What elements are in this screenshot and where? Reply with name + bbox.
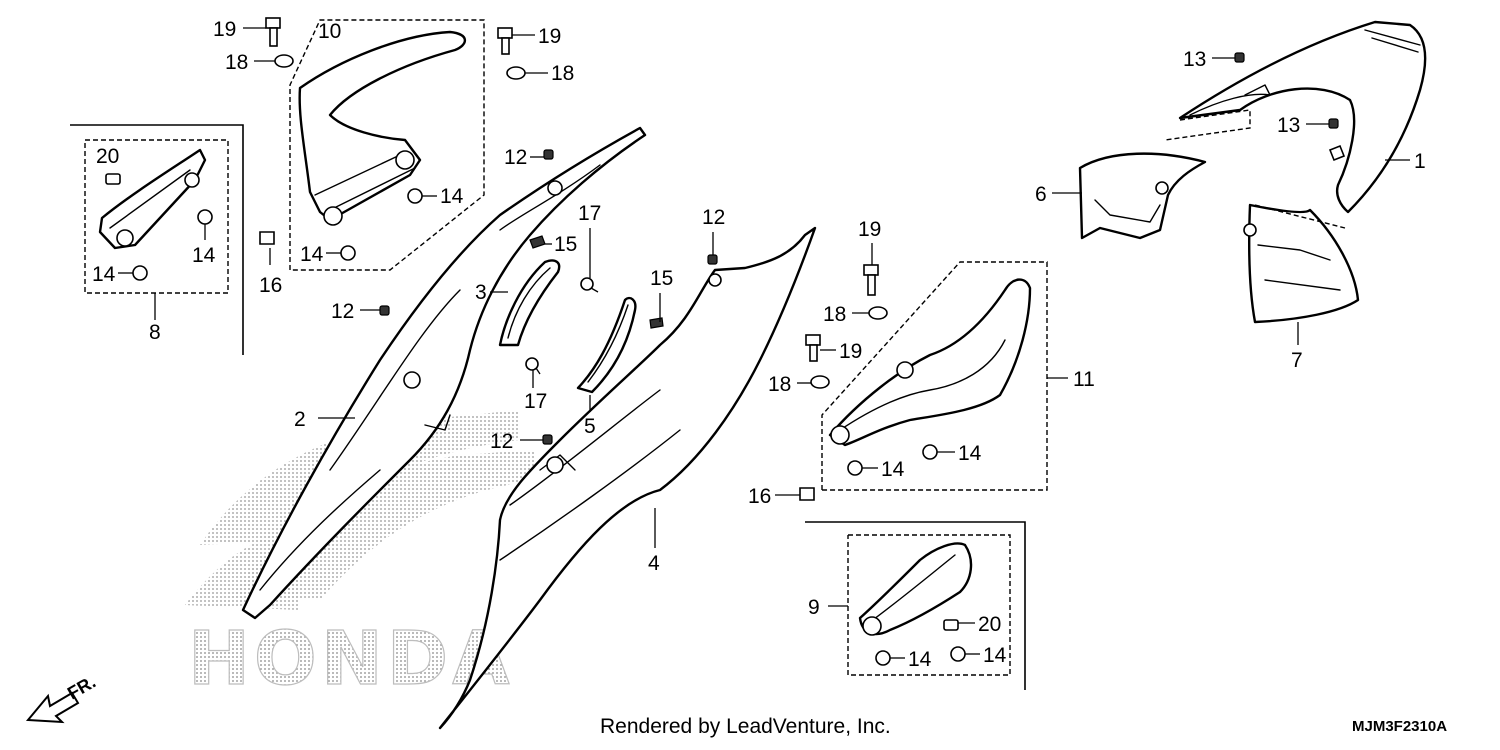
clip-16-icon[interactable] (799, 487, 815, 501)
nut-14-icon[interactable] (340, 245, 356, 261)
clip-12-icon[interactable] (543, 149, 554, 160)
nut-14-icon[interactable] (197, 209, 213, 225)
callout-14[interactable]: 14 (908, 648, 932, 671)
callout-14[interactable]: 14 (300, 243, 324, 266)
callout-13[interactable]: 13 (1183, 48, 1206, 71)
clip-12-icon[interactable] (542, 434, 553, 445)
callout-13[interactable]: 13 (1277, 114, 1300, 137)
callout-18[interactable]: 18 (225, 51, 248, 74)
callout-14[interactable]: 14 (92, 263, 116, 286)
rendered-by-credit: Rendered by LeadVenture, Inc. (600, 715, 891, 738)
callout-2[interactable]: 2 (294, 408, 306, 431)
callout-14[interactable]: 14 (192, 244, 216, 267)
front-arrow-icon (25, 691, 80, 724)
part-7-tail-piece[interactable] (1243, 203, 1360, 324)
group-frames (70, 19, 1346, 690)
callout-19[interactable]: 19 (538, 25, 561, 48)
part-4-right-side-cover[interactable] (438, 226, 817, 730)
clip-12-icon[interactable] (379, 305, 390, 316)
clip-13-icon[interactable] (1328, 118, 1339, 129)
callout-20[interactable]: 20 (96, 145, 119, 168)
clip-13-icon[interactable] (1234, 52, 1245, 63)
bolt-19-icon[interactable] (265, 17, 281, 47)
rubber-20-icon[interactable] (943, 619, 959, 631)
callout-18[interactable]: 18 (551, 62, 574, 85)
screw-15-icon[interactable] (649, 317, 664, 329)
washer-18-icon[interactable] (868, 306, 888, 320)
bolt-19-icon[interactable] (805, 334, 821, 362)
washer-18-icon[interactable] (274, 54, 294, 68)
callout-4[interactable]: 4 (648, 552, 660, 575)
callout-17[interactable]: 17 (524, 390, 547, 413)
callout-12[interactable]: 12 (504, 146, 527, 169)
rubber-20-icon[interactable] (105, 173, 121, 185)
part-10-left-grab-rail[interactable] (298, 30, 467, 226)
callout-9[interactable]: 9 (808, 596, 820, 619)
callout-10[interactable]: 10 (318, 20, 341, 43)
washer-18-icon[interactable] (810, 375, 830, 389)
clip-12-icon[interactable] (707, 254, 718, 265)
callout-19[interactable]: 19 (213, 18, 236, 41)
callout-numbers: 19 10 18 19 18 14 14 16 20 14 14 8 12 15… (92, 18, 1426, 671)
washer-18-icon[interactable] (506, 66, 526, 80)
part-3-left-inner-garnish[interactable] (498, 259, 561, 347)
callout-14[interactable]: 14 (440, 185, 464, 208)
callout-20[interactable]: 20 (978, 613, 1001, 636)
callout-18[interactable]: 18 (823, 303, 846, 326)
callout-1[interactable]: 1 (1414, 150, 1426, 173)
callout-17[interactable]: 17 (578, 202, 601, 225)
callout-12[interactable]: 12 (490, 430, 513, 453)
callout-18[interactable]: 18 (768, 373, 791, 396)
screw-17-icon[interactable] (525, 357, 541, 375)
callout-16[interactable]: 16 (748, 485, 771, 508)
hardware (105, 17, 1339, 666)
nut-14-icon[interactable] (132, 265, 148, 281)
part-6-inner-bracket[interactable] (1078, 152, 1207, 240)
clip-16-icon[interactable] (259, 231, 275, 245)
callout-16[interactable]: 16 (259, 274, 282, 297)
screw-17-icon[interactable] (580, 277, 599, 293)
nut-14-icon[interactable] (875, 650, 891, 666)
callout-14[interactable]: 14 (983, 644, 1007, 667)
callout-6[interactable]: 6 (1035, 183, 1047, 206)
callout-12[interactable]: 12 (702, 206, 725, 229)
nut-14-icon[interactable] (847, 460, 863, 476)
callout-3[interactable]: 3 (475, 281, 487, 304)
bolt-19-icon[interactable] (497, 27, 513, 55)
callout-15[interactable]: 15 (650, 267, 673, 290)
part-2-left-side-cover[interactable] (241, 126, 647, 620)
part-8-left-bracket[interactable] (98, 148, 207, 250)
callout-8[interactable]: 8 (149, 321, 161, 344)
part-11-right-grab-rail[interactable] (828, 278, 1032, 447)
callout-19[interactable]: 19 (839, 340, 862, 363)
callout-11[interactable]: 11 (1073, 368, 1095, 391)
callout-14[interactable]: 14 (881, 458, 905, 481)
part-9-right-bracket[interactable] (858, 542, 973, 636)
part-5-right-inner-garnish[interactable] (576, 296, 637, 394)
part-1-rear-center-cowl[interactable] (1178, 20, 1427, 214)
callout-14[interactable]: 14 (958, 442, 982, 465)
nut-14-icon[interactable] (950, 646, 966, 662)
callout-15[interactable]: 15 (554, 233, 577, 256)
leader-lines (118, 27, 1410, 659)
diagram-code: MJM3F2310A (1352, 718, 1447, 735)
nut-14-icon[interactable] (922, 444, 938, 460)
front-direction-indicator: FR. (25, 672, 99, 724)
callout-5[interactable]: 5 (584, 415, 596, 438)
callout-7[interactable]: 7 (1291, 349, 1303, 372)
bolt-19-icon[interactable] (863, 264, 879, 296)
callout-12[interactable]: 12 (331, 300, 354, 323)
honda-watermark-text: HONDA (188, 616, 513, 702)
callout-19[interactable]: 19 (858, 218, 881, 241)
nut-14-icon[interactable] (407, 188, 423, 204)
screw-15-icon[interactable] (529, 235, 546, 249)
